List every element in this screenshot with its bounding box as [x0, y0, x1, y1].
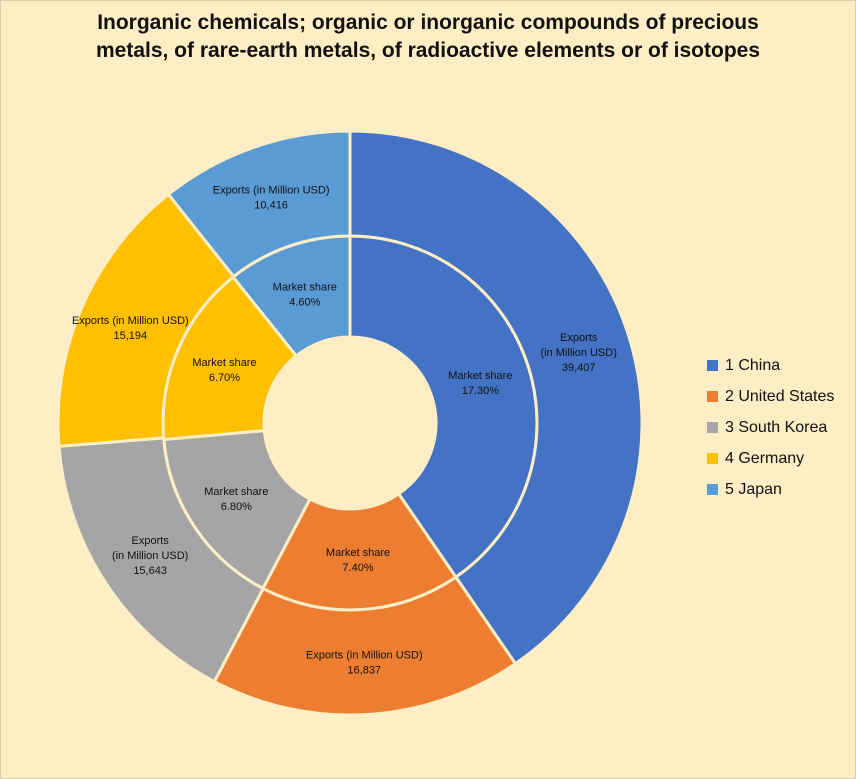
legend-item-south-korea: 3 South Korea: [707, 412, 834, 443]
outer-slice-japan: [166, 129, 352, 279]
legend-label-south-korea: 3 South Korea: [725, 418, 828, 436]
chart-title-line-2: metals, of rare-earth metals, of radioac…: [95, 39, 761, 62]
outer-slice-united-states: [212, 575, 518, 717]
chart-legend: 1 China 2 United States 3 South Korea 4 …: [707, 350, 834, 505]
chart-title-line-1: Inorganic chemicals; organic or inorgani…: [97, 11, 759, 34]
legend-item-germany: 4 Germany: [707, 443, 834, 474]
legend-label-china: 1 China: [725, 356, 781, 374]
legend-label-united-states: 2 United States: [725, 387, 835, 405]
legend-item-china: 1 China: [707, 350, 834, 381]
outer-data-label-japan: Exports (in Million USD)10,416: [213, 184, 330, 211]
legend-swatch-japan: [707, 484, 718, 495]
outer-data-label-south-korea: Exports(in Million USD)15,643: [112, 535, 188, 577]
outer-data-label-germany: Exports (in Million USD)15,194: [72, 315, 189, 342]
outer-slice-china: [348, 129, 644, 666]
outer-data-label-united-states: Exports (in Million USD)16,837: [306, 650, 423, 677]
legend-swatch-south-korea: [707, 422, 718, 433]
legend-label-japan: 5 Japan: [725, 480, 782, 498]
legend-label-germany: 4 Germany: [725, 449, 805, 467]
outer-data-label-china: Exports(in Million USD)39,407: [541, 332, 617, 374]
legend-swatch-china: [707, 360, 718, 371]
legend-swatch-united-states: [707, 391, 718, 402]
legend-item-japan: 5 Japan: [707, 474, 834, 505]
legend-item-united-states: 2 United States: [707, 381, 834, 412]
chart-title: Inorganic chemicals; organic or inorgani…: [0, 9, 856, 65]
legend-swatch-germany: [707, 453, 718, 464]
